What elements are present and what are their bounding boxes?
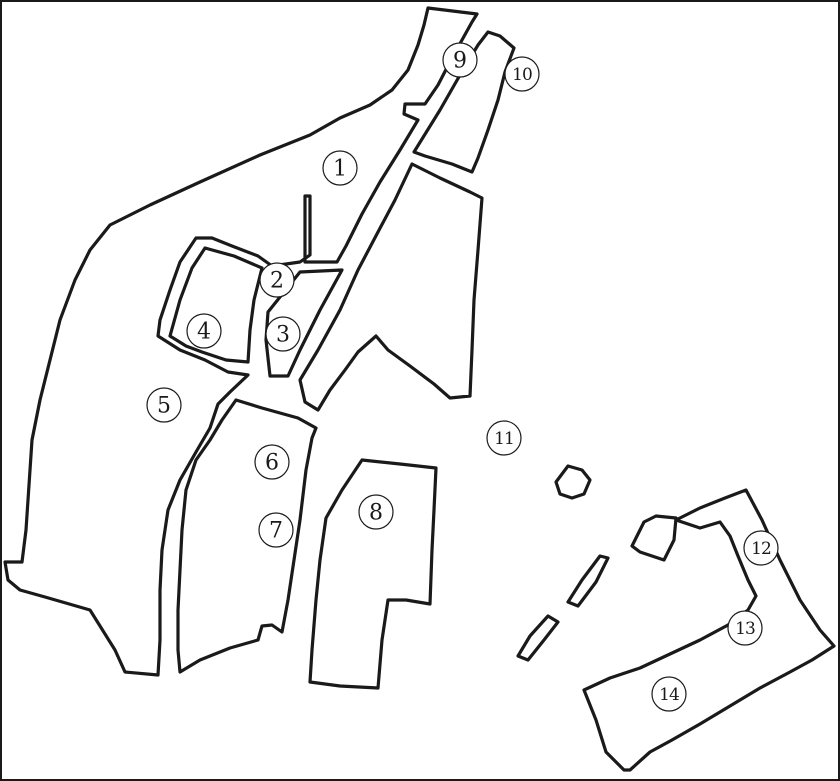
region-label-circle [186, 313, 222, 349]
region-label-circle [146, 387, 182, 423]
region-label-number: 13 [735, 619, 755, 639]
region-label-number: 11 [494, 429, 514, 449]
region-label-circle [259, 262, 295, 298]
region-label-circle [322, 150, 358, 186]
region-label-number: 6 [265, 451, 279, 476]
outline-breakwater-lower [516, 614, 560, 662]
region-label-6: 6 [254, 444, 290, 480]
region-label-circle [727, 610, 763, 646]
outline-pier-block [630, 514, 678, 562]
region-label-circle [743, 530, 779, 566]
region-label-14: 14 [651, 676, 687, 712]
region-label-2: 2 [259, 262, 295, 298]
region-label-number: 10 [512, 65, 532, 85]
region-label-number: 5 [157, 394, 171, 419]
region-label-number: 3 [276, 323, 290, 348]
region-label-circle [358, 494, 394, 530]
region-label-number: 12 [751, 539, 771, 559]
region-label-number: 1 [333, 157, 347, 182]
outline-region-4 [168, 246, 264, 364]
region-label-number: 7 [269, 519, 283, 544]
region-label-13: 13 [727, 610, 763, 646]
parcel-outlines [3, 6, 836, 772]
outline-region-14 [582, 488, 836, 772]
outline-breakwater-upper [566, 554, 610, 608]
region-label-circle [651, 676, 687, 712]
region-label-number: 8 [369, 501, 383, 526]
region-label-circle [265, 316, 301, 352]
region-label-circle [486, 420, 522, 456]
outline-region-3 [264, 268, 344, 378]
region-label-circle [442, 42, 478, 78]
outline-islet [554, 464, 592, 500]
region-label-number: 2 [270, 269, 284, 294]
region-label-3: 3 [265, 316, 301, 352]
region-label-1: 1 [322, 150, 358, 186]
region-label-number: 9 [453, 49, 467, 74]
region-label-8: 8 [358, 494, 394, 530]
region-label-7: 7 [258, 512, 294, 548]
outline-region-11 [298, 162, 484, 412]
region-label-4: 4 [186, 313, 222, 349]
region-label-5: 5 [146, 387, 182, 423]
outline-region-10 [412, 30, 516, 174]
region-label-circle [254, 444, 290, 480]
region-label-9: 9 [442, 42, 478, 78]
outline-region-7 [176, 398, 318, 674]
outline-region-5 [3, 6, 479, 677]
region-label-circle [258, 512, 294, 548]
outline-region-8 [308, 458, 438, 690]
region-label-12: 12 [743, 530, 779, 566]
region-label-circle [504, 56, 540, 92]
region-label-number: 14 [659, 685, 679, 705]
region-label-11: 11 [486, 420, 522, 456]
region-label-number: 4 [197, 320, 211, 345]
region-label-10: 10 [504, 56, 540, 92]
